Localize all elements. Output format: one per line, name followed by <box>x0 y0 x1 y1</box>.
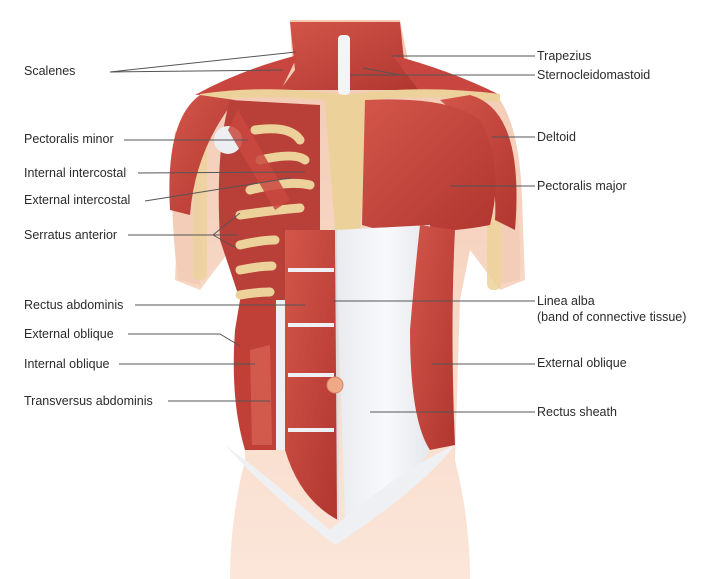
sternum <box>325 100 370 230</box>
linea-alba <box>335 229 339 521</box>
label-transversus-abdominis: Transversus abdominis <box>24 394 153 408</box>
leader-lines <box>109 51 535 413</box>
label-pectoralis-minor: Pectoralis minor <box>24 132 114 146</box>
external-oblique-right <box>410 225 455 450</box>
navel <box>326 376 344 394</box>
label-rectus-abdominis: Rectus abdominis <box>24 298 124 312</box>
right-deltoid <box>440 95 517 230</box>
lower-aponeurosis <box>225 445 455 545</box>
label-rectus-sheath: Rectus sheath <box>537 405 617 419</box>
label-trapezius: Trapezius <box>537 49 592 63</box>
left-lateral-muscles <box>233 300 285 450</box>
rectus-abdominis <box>285 230 338 520</box>
clavicle <box>200 89 500 103</box>
neck-muscles <box>195 22 500 95</box>
label-deltoid: Deltoid <box>537 130 576 144</box>
label-external-oblique-left: External oblique <box>24 327 114 341</box>
label-external-intercostal: External intercostal <box>24 193 131 207</box>
label-pectoralis-major: Pectoralis major <box>537 179 627 193</box>
label-linea-alba-description: (band of connective tissue) <box>537 310 687 324</box>
label-external-oblique-right: External oblique <box>537 356 627 370</box>
label-internal-intercostal: Internal intercostal <box>24 166 127 180</box>
label-scalenes: Scalenes <box>24 64 76 78</box>
label-linea-alba: Linea alba <box>537 294 595 308</box>
label-sternocleidomastoid: Sternocleidomastoid <box>537 68 651 82</box>
left-deltoid <box>169 95 235 215</box>
label-internal-oblique: Internal oblique <box>24 357 110 371</box>
pectoralis-major <box>362 99 496 232</box>
label-serratus-anterior: Serratus anterior <box>24 228 118 242</box>
rectus-sheath <box>335 225 437 520</box>
